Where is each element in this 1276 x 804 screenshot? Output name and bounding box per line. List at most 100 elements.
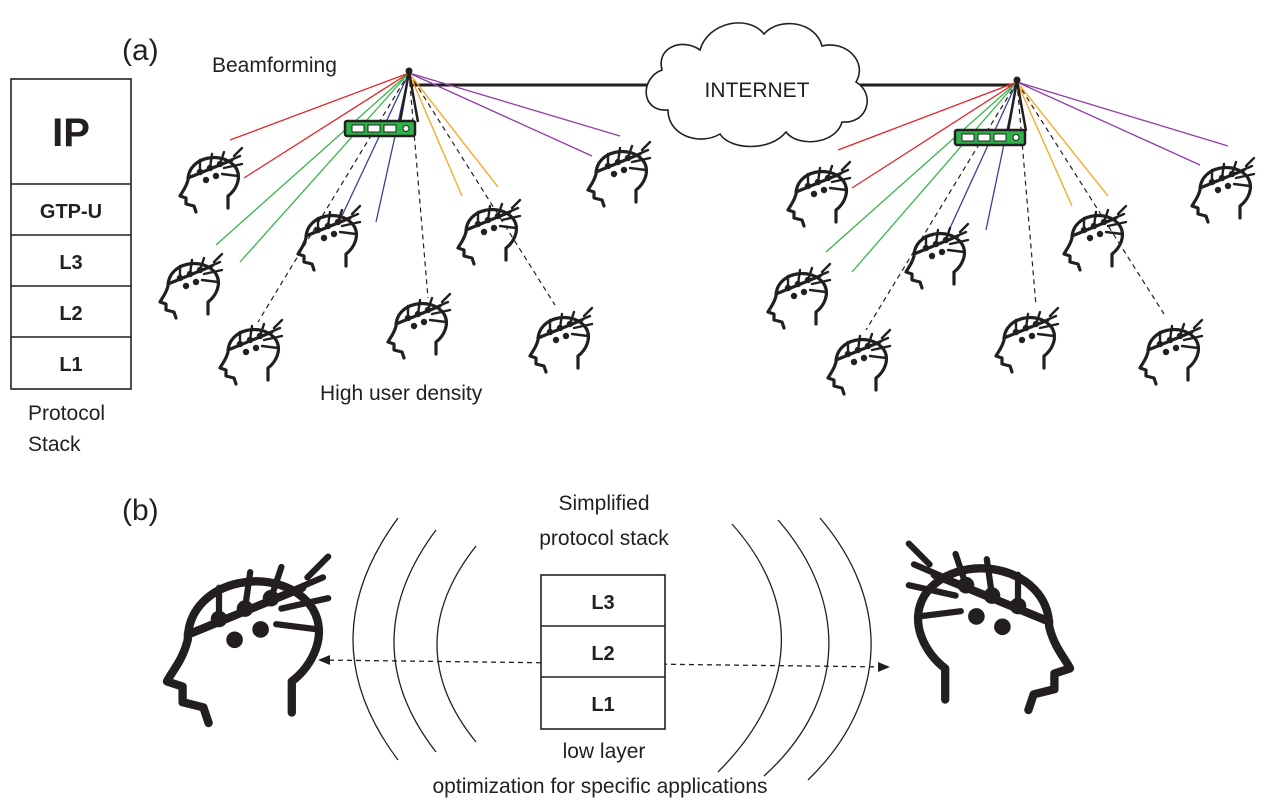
beam-line	[339, 72, 410, 221]
high-user-density-label: High user density	[320, 382, 483, 405]
beam-line	[408, 72, 593, 157]
internet-label: INTERNET	[705, 79, 810, 102]
right-waves	[717, 517, 872, 781]
beam-line	[1016, 81, 1165, 315]
stack-layer-l1: L1	[59, 354, 82, 376]
left-access-point	[343, 67, 420, 138]
router-led	[402, 125, 410, 132]
user-head-icon	[586, 140, 652, 208]
wave-arc	[763, 519, 830, 777]
protocol-stack-caption-line2: Stack	[28, 433, 81, 456]
beam-line	[408, 72, 463, 197]
user-head-icon	[528, 306, 594, 374]
wave-arc	[717, 523, 782, 773]
antenna-mast	[398, 71, 411, 123]
cloud-shape	[645, 22, 868, 148]
stack-layer-l2: L2	[59, 303, 82, 325]
antenna-tip	[1013, 76, 1021, 84]
simplified-stack-frame	[540, 574, 666, 730]
protocol-stack-caption-line1: Protocol	[28, 402, 105, 425]
beam-line	[949, 81, 1018, 229]
beam-line	[1016, 81, 1037, 307]
simplified-layer-l1: L1	[591, 694, 614, 716]
beam-line	[851, 81, 1018, 273]
user-head-icon	[994, 306, 1060, 374]
beam-line	[825, 81, 1018, 253]
beam-line	[408, 72, 621, 137]
panel-b-label: (b)	[122, 494, 159, 527]
beam-line	[408, 72, 499, 188]
internet-cloud: INTERNET	[645, 22, 868, 148]
panel-b: (b) Simplified protocol stack L3 L2 L1 l…	[122, 492, 1070, 798]
beam-line	[1016, 81, 1073, 207]
antenna-mast	[1006, 80, 1019, 132]
antenna-mast	[407, 71, 420, 123]
arrowhead-right	[878, 662, 890, 672]
stack-layer-gtp-u: GTP-U	[40, 201, 102, 223]
antenna-mast	[1015, 80, 1028, 132]
right-beams	[825, 81, 1229, 331]
simplified-caption-line2: protocol stack	[539, 527, 669, 550]
user-head-icon	[766, 262, 832, 330]
beam-line	[257, 72, 410, 323]
left-beams	[215, 72, 621, 323]
user-head-icon	[218, 318, 284, 386]
router-port	[993, 133, 1007, 142]
user-head-icon	[178, 146, 244, 214]
antenna-tip	[405, 67, 413, 75]
user-head-icon	[158, 252, 224, 320]
beam-line	[837, 81, 1018, 151]
user-head-icon	[1138, 318, 1204, 386]
protocol-stack: IP GTP-U L3 L2 L1 Protocol Stack	[10, 78, 132, 456]
beam-line	[851, 81, 1018, 189]
user-head-icon	[386, 292, 452, 360]
user-head-icon	[904, 222, 970, 290]
beam-line	[215, 72, 410, 246]
user-head-icon	[826, 328, 892, 396]
panel-a-label: (a)	[122, 34, 159, 67]
beam-line	[229, 72, 410, 141]
simplified-layer-l2: L2	[591, 643, 614, 665]
beam-line	[243, 72, 410, 179]
beam-line	[865, 81, 1018, 331]
right-access-point	[953, 76, 1028, 147]
user-head-icon	[786, 160, 852, 228]
beam-line	[1016, 81, 1201, 166]
wave-arc	[436, 545, 477, 743]
arrowhead-left	[318, 655, 330, 665]
wave-arc	[393, 529, 437, 753]
panel-a: (a) Beamforming High user density IP GTP…	[10, 22, 1256, 456]
beam-line	[408, 72, 556, 306]
router-led	[1012, 134, 1020, 141]
beam-line	[1016, 81, 1109, 197]
simplified-caption-line1: Simplified	[558, 492, 649, 515]
beam-line	[408, 72, 429, 299]
low-layer-caption-line1: low layer	[563, 740, 646, 763]
left-users	[158, 140, 652, 386]
user-head-icon	[1062, 204, 1128, 272]
router-port	[383, 124, 397, 133]
user-head-icon	[1190, 156, 1256, 224]
right-users	[766, 156, 1256, 396]
simplified-layer-l3: L3	[591, 592, 614, 614]
router-port	[961, 133, 975, 142]
peer-link	[319, 659, 889, 668]
user-head-icon-right	[909, 544, 1070, 710]
beam-line	[239, 72, 410, 263]
user-head-icon-left	[167, 557, 328, 723]
stack-layer-ip: IP	[52, 111, 90, 155]
beam-line	[1016, 81, 1229, 147]
wave-arc	[807, 517, 872, 781]
low-layer-caption-line2: optimization for specific applications	[433, 775, 768, 798]
router-port	[367, 124, 381, 133]
user-head-icon	[296, 204, 362, 272]
simplified-stack: L3 L2 L1	[540, 574, 666, 730]
beamforming-label: Beamforming	[212, 54, 337, 77]
left-waves	[352, 517, 477, 761]
wave-arc	[352, 517, 399, 761]
stack-layer-l3: L3	[59, 252, 82, 274]
router-port	[977, 133, 991, 142]
user-head-icon	[456, 198, 522, 266]
router-port	[351, 124, 365, 133]
